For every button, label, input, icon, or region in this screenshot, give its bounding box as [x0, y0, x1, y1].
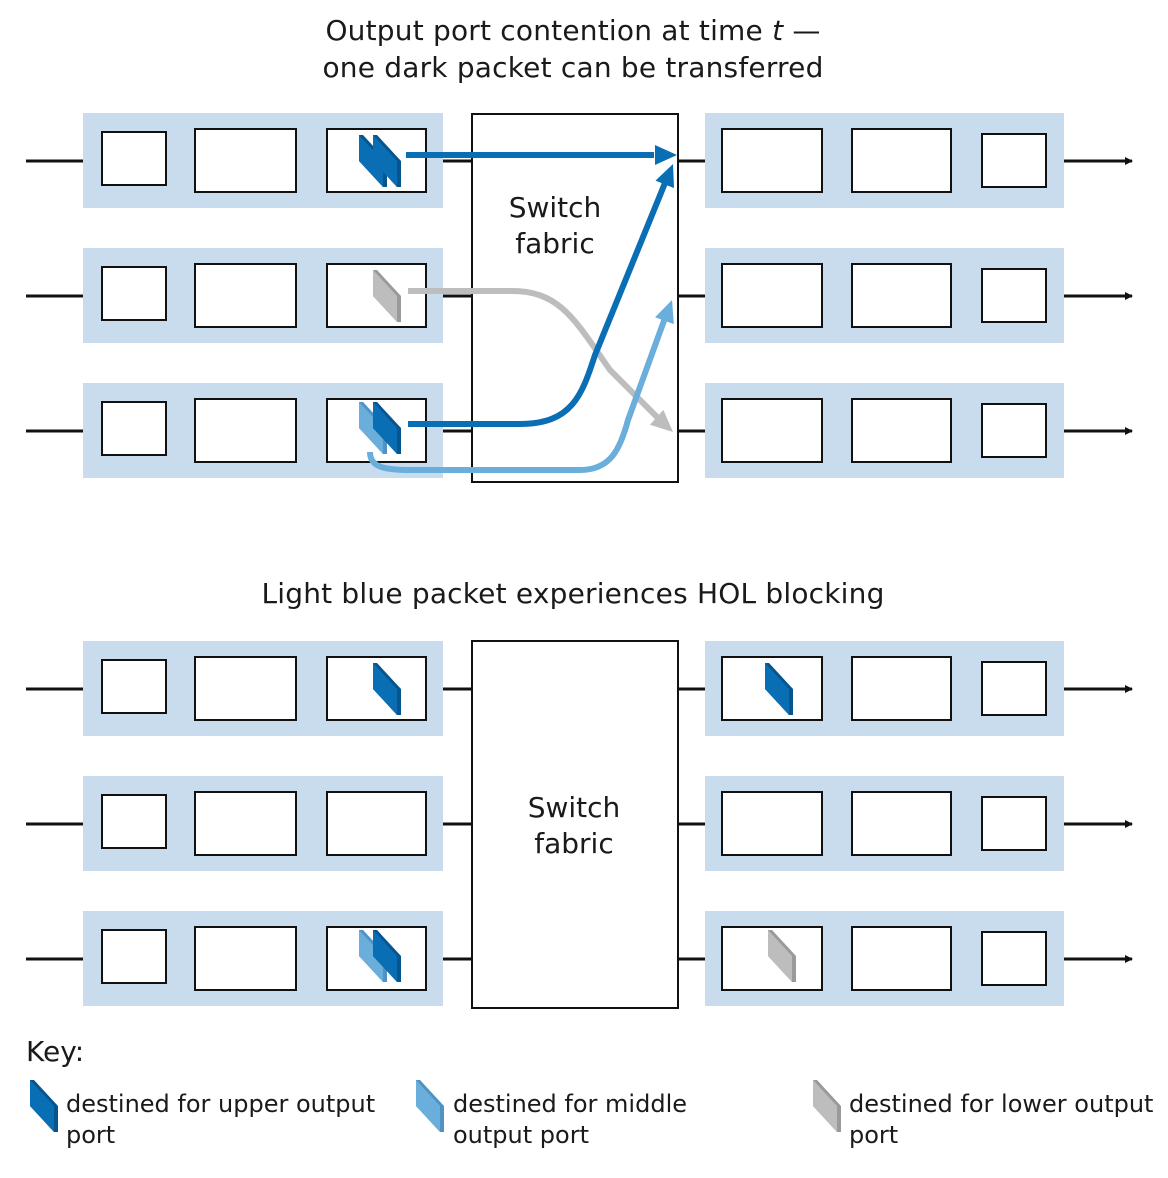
fabric-label-line1: Switch — [527, 791, 621, 824]
flow-lightblue-lower-to-middle — [367, 316, 668, 473]
gray-packet-icon — [768, 930, 796, 982]
light-blue-packet-icon — [416, 1080, 444, 1132]
arrowhead-gray — [649, 409, 673, 432]
queue-slot — [981, 403, 1047, 458]
queue-slot — [851, 926, 952, 991]
top-title-text: Output port contention at time — [325, 14, 773, 47]
queue-slot — [981, 661, 1047, 716]
bottom-diagram-title: Light blue packet experiences HOL blocki… — [261, 577, 885, 610]
queue-slot — [851, 263, 952, 328]
arrowhead-darkblue-lower — [655, 164, 675, 189]
fabric-label-line2: fabric — [515, 227, 595, 260]
fabric-label-line2: fabric — [534, 827, 614, 860]
dark-blue-packet-icon — [373, 930, 401, 982]
queue-slot — [851, 128, 952, 193]
queue-slot — [721, 791, 823, 856]
queue-slot — [101, 659, 167, 714]
top-input-port-2 — [83, 248, 443, 343]
queue-slot — [194, 926, 297, 991]
top-diagram-title: Output port contention at time t — one d… — [0, 12, 1146, 86]
bottom-input-port-2 — [83, 776, 443, 871]
time-variable: t — [772, 14, 784, 47]
key-label-lower: destined for lower output port — [849, 1090, 1154, 1149]
arrowhead-lightblue — [655, 300, 674, 325]
queue-slot — [721, 263, 823, 328]
queue-slot — [851, 656, 952, 721]
queue-slot — [194, 128, 297, 193]
queue-slot — [981, 133, 1047, 188]
top-output-port-2 — [705, 248, 1064, 343]
switch-fabric-label-top: Switch fabric — [452, 190, 658, 262]
top-title-dash: — — [783, 14, 821, 47]
queue-slot — [851, 398, 952, 463]
queue-slot — [981, 931, 1047, 986]
fabric-label-line1: Switch — [508, 191, 602, 224]
bottom-output-port-1 — [705, 641, 1064, 736]
flow-darkblue-lower-to-upper — [408, 181, 668, 427]
queue-slot — [194, 656, 297, 721]
queue-slot — [721, 128, 823, 193]
bottom-output-port-2 — [705, 776, 1064, 871]
dark-blue-packet-icon — [373, 135, 401, 187]
key-label-middle: destined for middle output port — [453, 1090, 687, 1149]
key-label-upper: destined for upper output port — [66, 1090, 376, 1149]
queue-slot — [101, 401, 167, 456]
queue-slot — [194, 398, 297, 463]
dark-blue-packet-icon — [30, 1080, 58, 1132]
queue-slot — [194, 791, 297, 856]
queue-slot — [721, 398, 823, 463]
dark-blue-packet-icon — [765, 663, 793, 715]
key-title: Key: — [26, 1035, 85, 1068]
top-title-line2: one dark packet can be transferred — [322, 51, 824, 84]
switch-fabric-bottom — [471, 640, 679, 1009]
queue-slot — [101, 131, 167, 186]
queue-slot — [851, 791, 952, 856]
flow-gray-middle-to-lower — [408, 288, 663, 423]
queue-slot — [101, 266, 167, 321]
dark-blue-packet-icon — [373, 402, 401, 454]
top-title-line1: Output port contention at time t — — [0, 12, 1146, 49]
switch-fabric-top — [471, 113, 679, 483]
gray-packet-icon — [813, 1080, 841, 1132]
dark-blue-packet-icon — [373, 663, 401, 715]
top-output-port-3 — [705, 383, 1064, 478]
queue-slot — [194, 263, 297, 328]
gray-packet-icon — [373, 270, 401, 322]
bottom-output-port-3 — [705, 911, 1064, 1006]
queue-slot — [101, 794, 167, 849]
queue-slot — [981, 796, 1047, 851]
switch-fabric-label-bottom: Switch fabric — [471, 790, 677, 862]
arrowhead-darkblue-upper — [655, 145, 677, 165]
top-output-port-1 — [705, 113, 1064, 208]
queue-slot — [981, 268, 1047, 323]
queue-slot — [101, 929, 167, 984]
queue-slot-head — [326, 791, 427, 856]
